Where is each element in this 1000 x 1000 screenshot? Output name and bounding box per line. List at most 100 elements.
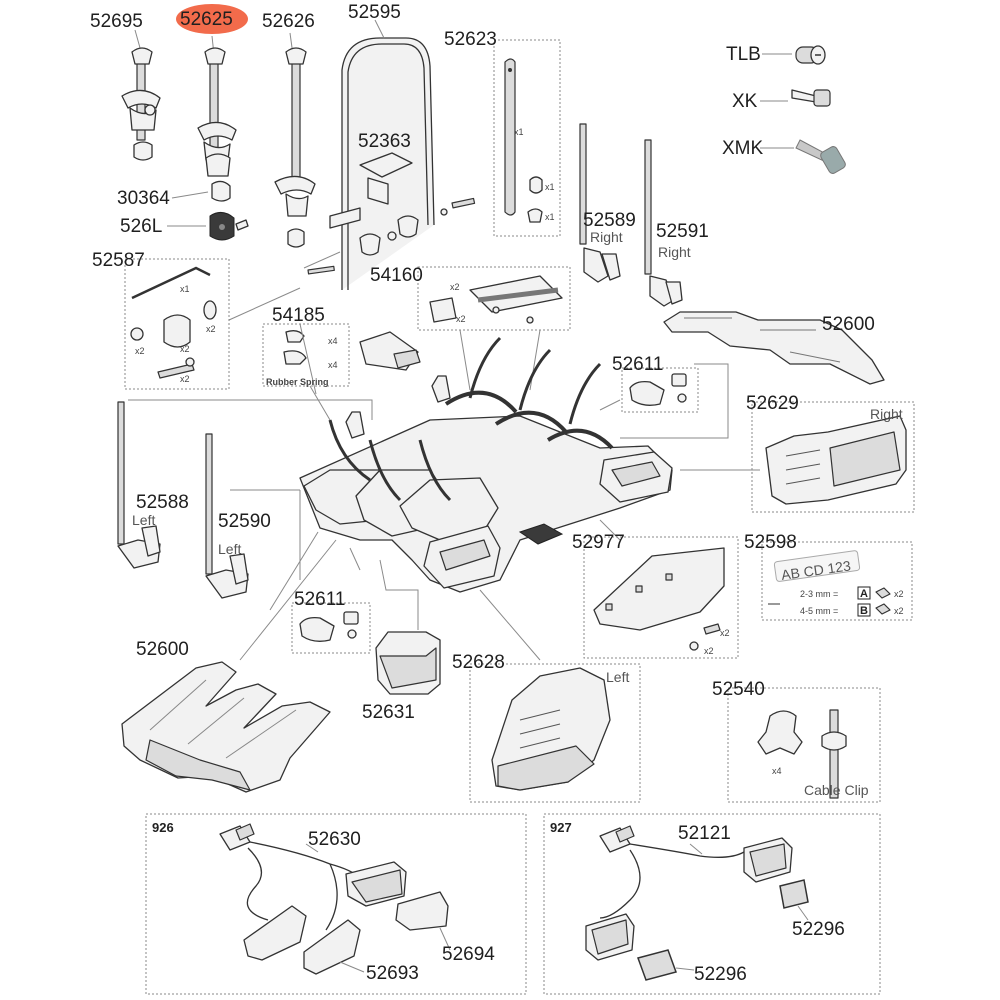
part-number-52121[interactable]: 52121 xyxy=(678,823,731,844)
part-number-52363[interactable]: 52363 xyxy=(358,131,411,152)
qty-52587-washer-b: x2 xyxy=(135,346,145,356)
highlight-ellipse xyxy=(176,4,248,34)
arm-52588 xyxy=(117,401,161,569)
part-number-52296-b[interactable]: 52296 xyxy=(694,964,747,985)
knob-30364-icon xyxy=(211,180,231,202)
cable-clip-52540 xyxy=(757,709,847,799)
qty-54185-a: x4 xyxy=(328,336,338,346)
qty-52587-knob: x2 xyxy=(180,344,190,354)
plate-adapter-52598: AB CD 123 2-3 mm = 4-5 mm = A B xyxy=(768,550,891,617)
part-number-52695[interactable]: 52695 xyxy=(90,11,143,32)
box-52540 xyxy=(727,687,881,803)
part-number-52693[interactable]: 52693 xyxy=(366,963,419,984)
part-number-52600-bottom[interactable]: 52600 xyxy=(136,639,189,660)
arm-52695 xyxy=(121,29,161,161)
part-number-52591[interactable]: 52591 xyxy=(656,221,709,242)
box-kit-926 xyxy=(145,813,527,995)
bracket-52977 xyxy=(593,547,725,651)
part-number-52600-top[interactable]: 52600 xyxy=(822,314,875,335)
part-number-52625[interactable]: 52625 xyxy=(180,9,233,30)
frame-fasteners xyxy=(303,197,476,275)
lock-cylinder-tlb-icon xyxy=(762,45,826,65)
arm-52591 xyxy=(644,139,683,307)
hardware-52587 xyxy=(130,266,301,379)
bracket-52631 xyxy=(375,631,441,695)
arm-52590 xyxy=(205,433,249,599)
key-xk-icon xyxy=(760,89,831,107)
box-52611-top xyxy=(621,367,699,413)
qty-54160-b: x2 xyxy=(456,314,466,324)
part-number-54160[interactable]: 54160 xyxy=(370,265,423,286)
part-number-52588[interactable]: 52588 xyxy=(136,492,189,513)
arm-52625 xyxy=(197,35,237,177)
key-label-tlb[interactable]: TLB xyxy=(726,44,761,65)
key-xmk-icon xyxy=(760,139,846,174)
part-number-54185[interactable]: 54185 xyxy=(272,305,325,326)
part-number-52628[interactable]: 52628 xyxy=(452,652,505,673)
part-number-526L[interactable]: 526L xyxy=(120,216,162,237)
part-number-52629[interactable]: 52629 xyxy=(746,393,799,414)
part-number-52540[interactable]: 52540 xyxy=(712,679,765,700)
end-cap-52611-bottom xyxy=(299,611,359,642)
part-number-52694[interactable]: 52694 xyxy=(442,944,495,965)
part-number-52626[interactable]: 52626 xyxy=(262,11,315,32)
wiring-kit-926 xyxy=(219,823,451,975)
qty-52623-a: x1 xyxy=(545,182,555,192)
label-left-52628: Left xyxy=(606,669,629,685)
part-number-52623[interactable]: 52623 xyxy=(444,29,497,50)
arm-52626 xyxy=(274,32,316,248)
lock-526L-icon xyxy=(209,212,249,241)
label-left-52588: Left xyxy=(132,512,155,528)
end-cap-52611-top xyxy=(629,373,687,406)
mm-45-label: 4-5 mm = xyxy=(800,606,838,616)
rubber-spring-label: Rubber Spring xyxy=(266,377,329,387)
label-right-52589: Right xyxy=(590,229,623,245)
part-number-52296-a[interactable]: 52296 xyxy=(792,919,845,940)
wheel-trays-52600-bottom xyxy=(121,661,331,793)
part-number-30364[interactable]: 30364 xyxy=(117,188,170,209)
part-number-52611-top[interactable]: 52611 xyxy=(612,354,663,375)
part-number-52630[interactable]: 52630 xyxy=(308,829,361,850)
qty-54160-a: x2 xyxy=(450,282,460,292)
bracket-54160 xyxy=(429,275,563,324)
letter-b: B xyxy=(860,605,868,617)
part-number-52631[interactable]: 52631 xyxy=(362,702,415,723)
light-housing-52629 xyxy=(765,415,907,505)
box-kit-927 xyxy=(543,813,881,995)
strap-52623 xyxy=(504,58,543,223)
label-right-52629: Right xyxy=(870,406,903,422)
key-label-xmk[interactable]: XMK xyxy=(722,138,764,159)
qty-52598-a: x2 xyxy=(894,589,904,599)
key-label-xk[interactable]: XK xyxy=(732,91,758,112)
qty-52540: x4 xyxy=(772,766,782,776)
box-52977 xyxy=(583,536,739,659)
part-number-52611-bottom[interactable]: 52611 xyxy=(294,589,345,610)
qty-54185-b: x4 xyxy=(328,360,338,370)
part-number-52587[interactable]: 52587 xyxy=(92,250,145,271)
box-54160 xyxy=(417,266,571,331)
box-54185 xyxy=(262,323,350,387)
qty-52623-strap: x1 xyxy=(514,127,524,137)
part-number-52598[interactable]: 52598 xyxy=(744,532,797,553)
qty-52977-a: x2 xyxy=(720,628,730,638)
part-number-52595[interactable]: 52595 xyxy=(348,2,401,23)
box-52623 xyxy=(493,39,561,237)
wheel-trays-52600-top xyxy=(663,311,885,385)
part-number-52589[interactable]: 52589 xyxy=(583,210,636,231)
kit-926-label: 926 xyxy=(152,820,174,835)
box-52629 xyxy=(751,401,915,513)
qty-52587-key: x1 xyxy=(180,284,190,294)
part-number-52977[interactable]: 52977 xyxy=(572,532,625,553)
qty-52977-b: x2 xyxy=(704,646,714,656)
rubber-spring-54185 xyxy=(283,330,421,371)
qty-52587-bolt: x2 xyxy=(180,374,190,384)
frame-52595 xyxy=(329,19,435,290)
mm-23-label: 2-3 mm = xyxy=(800,589,838,599)
carrier-main-body xyxy=(128,323,760,661)
arm-52589 xyxy=(579,123,621,283)
light-housing-52628 xyxy=(491,667,611,791)
label-cable-clip: Cable Clip xyxy=(804,782,869,798)
kit-927-label: 927 xyxy=(550,820,572,835)
part-number-52590[interactable]: 52590 xyxy=(218,511,271,532)
